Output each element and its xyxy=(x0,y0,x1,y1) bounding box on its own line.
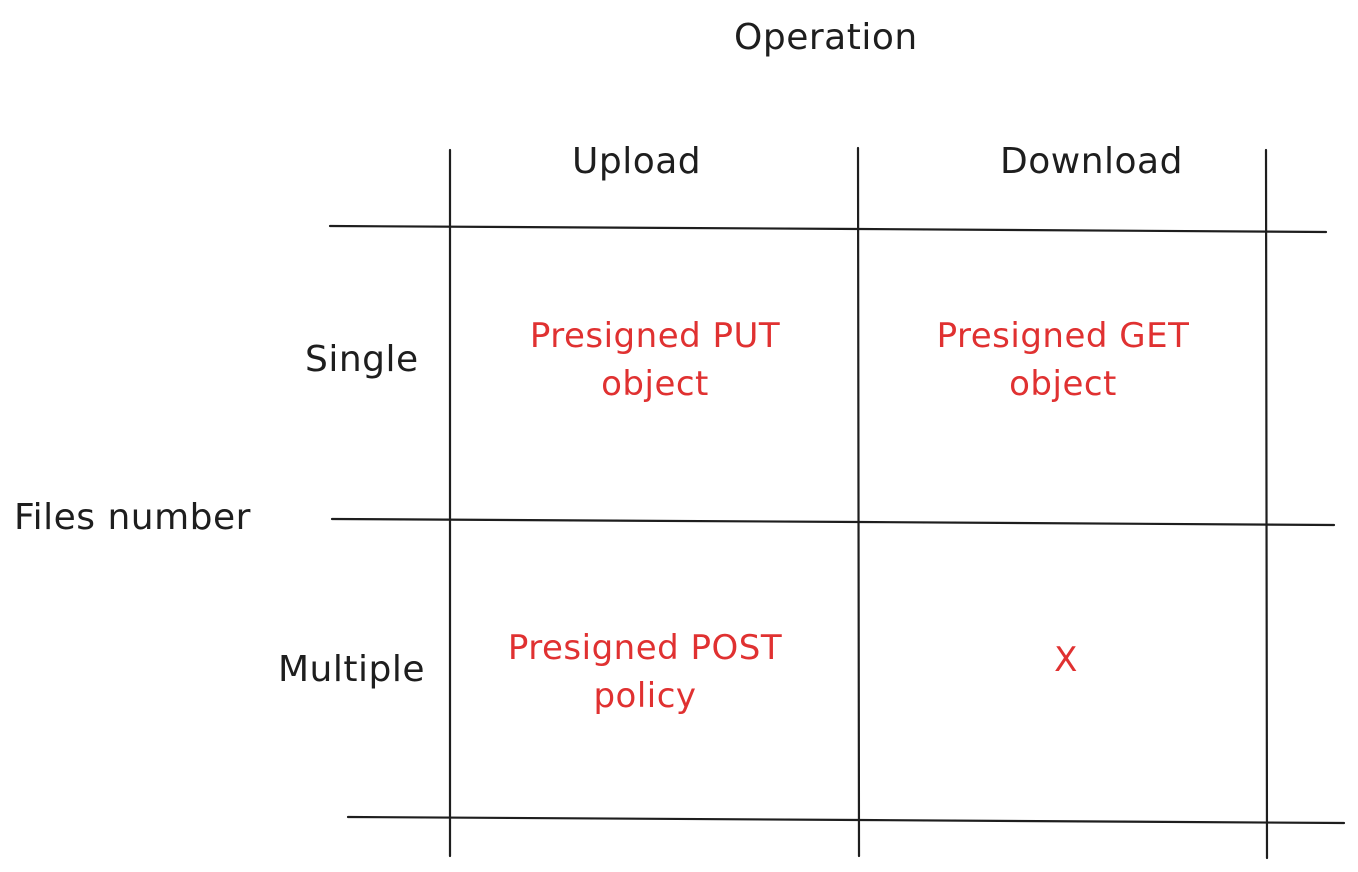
cell-line: policy xyxy=(593,676,697,716)
cell-line: X xyxy=(1054,640,1078,680)
bottom-border-line xyxy=(346,815,1346,825)
cell-multiple-upload: Presigned POST policy xyxy=(440,624,850,720)
row-header-single: Single xyxy=(305,339,419,380)
column-axis-label: Operation xyxy=(734,17,918,58)
column-divider-line xyxy=(856,146,861,858)
cell-line: object xyxy=(601,364,709,404)
cell-line: Presigned GET xyxy=(936,316,1190,356)
cell-line: object xyxy=(1009,364,1117,404)
row-axis-label: Files number xyxy=(14,497,251,538)
row-header-multiple: Multiple xyxy=(278,649,425,690)
cell-multiple-download: X xyxy=(860,636,1272,684)
cell-single-upload: Presigned PUT object xyxy=(452,312,858,408)
column-header-download: Download xyxy=(1000,141,1183,182)
right-border-line xyxy=(1264,148,1269,860)
column-header-upload: Upload xyxy=(572,141,702,182)
header-divider-line xyxy=(328,224,1328,234)
row-divider-line xyxy=(330,517,1336,527)
cell-line: Presigned POST xyxy=(507,628,783,668)
cell-single-download: Presigned GET object xyxy=(860,312,1266,408)
cell-line: Presigned PUT xyxy=(529,316,781,356)
